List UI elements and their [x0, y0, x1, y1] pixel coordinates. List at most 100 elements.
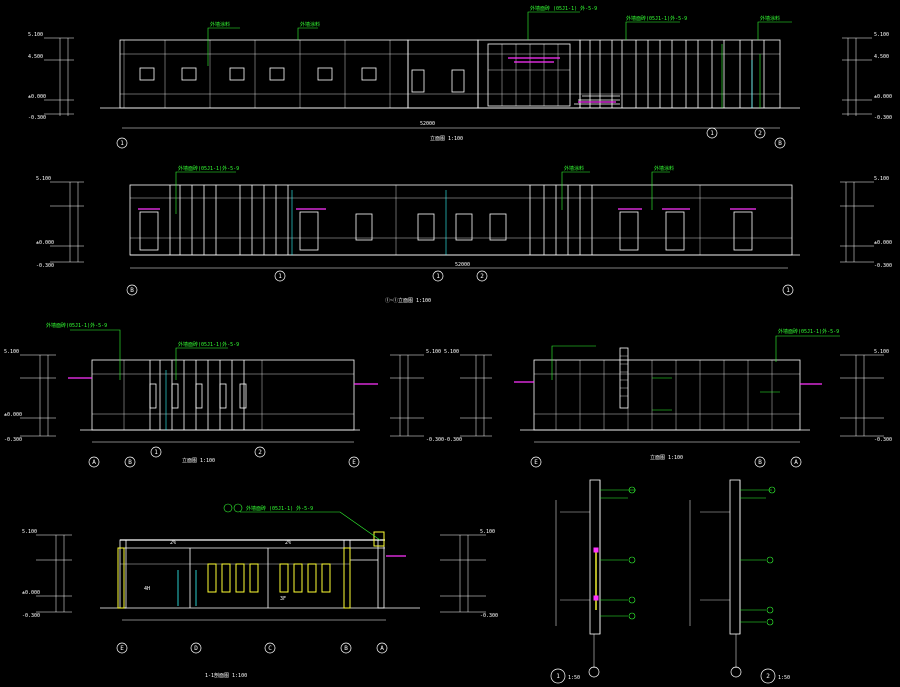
level-ground-label-5r: -0.300 [480, 613, 498, 619]
level-roof-label-5r: 5.100 [480, 529, 495, 535]
elev1-note-c: 外墙面砖 (05J1-1) 外-5-9 [530, 5, 597, 12]
elev1-note-e: 外墙涂料 [760, 15, 780, 22]
elev3-leaders [70, 329, 228, 380]
elev3-axes [88, 446, 360, 468]
detail1-scale: 1:50 [568, 675, 580, 681]
level-roof-label-3r: 5.100 [426, 349, 441, 355]
elev3-note-b: 外墙面砖(05J1-1)外-5-9 [178, 341, 239, 348]
elev3-note-a: 外墙面砖(05J1-1)外-5-9 [46, 322, 107, 329]
elev4-axis-e: E [534, 459, 538, 466]
level-floor-label: ±0.000 [28, 94, 46, 100]
elev2-leaders [175, 171, 670, 214]
level-ground-label-2: -0.300 [36, 263, 54, 269]
detail1-leaders [600, 486, 636, 620]
section-leaders [223, 503, 381, 541]
elev3-accents [68, 377, 378, 385]
elev2-title: ①~①立面图 1:100 [385, 297, 431, 304]
elevation-2 [129, 184, 800, 269]
elev2-axis-mid1: 1 [278, 273, 282, 280]
section-slope-right: 2% [285, 540, 291, 546]
level-parapet-label: 4.500 [28, 54, 43, 60]
level-floor-label-2: ±0.000 [36, 240, 54, 246]
level-roof-label: 5.100 [28, 32, 43, 38]
level-floor-label-3: ±0.000 [4, 412, 22, 418]
elevation-4 [520, 347, 810, 443]
detail1-marker [550, 666, 600, 684]
level-ground-label-5: -0.300 [22, 613, 40, 619]
elev2-dim: 52000 [455, 262, 470, 268]
level-floor-label-2r: ±0.000 [874, 240, 892, 246]
level-markers [20, 37, 884, 613]
section-axes [116, 642, 388, 654]
section-room-b: 3F [280, 596, 286, 602]
elev2-axis-mid3: 2 [480, 273, 484, 280]
elev2-axis-right: 1 [786, 287, 790, 294]
elev1-note-a: 外墙涂料 [210, 21, 230, 28]
elevation-3 [80, 359, 360, 443]
section-axis-e: E [120, 645, 124, 652]
section-note: 外墙面砖 (05J1-1) 外-5-9 [246, 505, 313, 512]
section-axis-a: A [380, 645, 384, 652]
detail2-scale: 1:50 [778, 675, 790, 681]
elev1-axis-right: B [778, 140, 782, 147]
elev4-title: 立面图 1:100 [650, 454, 683, 461]
elev2-axis-mid2: 1 [436, 273, 440, 280]
elev1-leaders [207, 11, 792, 108]
elev2-note-a: 外墙面砖(05J1-1)外-5-9 [178, 165, 239, 172]
elev2-note-b: 外墙涂料 [564, 165, 584, 172]
level-roof-label-4r: 5.100 [874, 349, 889, 355]
level-ground-label-3: -0.300 [4, 437, 22, 443]
detail1-number: 1 [556, 673, 560, 680]
section-slope-left: 2% [170, 540, 176, 546]
level-roof-label-4: 5.100 [444, 349, 459, 355]
section-glass [177, 570, 197, 606]
section-columns [117, 531, 385, 609]
elev1-accents [508, 57, 616, 103]
elev2-axes [126, 270, 794, 296]
section-title: 1-1剖面图 1:100 [205, 672, 247, 679]
elev3-axis-a: A [92, 459, 96, 466]
section-1-1 [100, 539, 420, 621]
detail2-number: 2 [766, 673, 770, 680]
elev1-axes [116, 127, 786, 149]
elev4-accents [514, 381, 822, 385]
level-ground-label-r: -0.300 [874, 115, 892, 121]
level-ground-label-4: -0.300 [444, 437, 462, 443]
elev1-title: 立面图 1:100 [430, 135, 463, 142]
section-room-a: 4H [144, 586, 150, 592]
level-roof-label-5: 5.100 [22, 529, 37, 535]
level-roof-label-3: 5.100 [4, 349, 19, 355]
level-ground-label: -0.300 [28, 115, 46, 121]
level-ground-label-4r: -0.300 [874, 437, 892, 443]
section-axis-d: D [194, 645, 198, 652]
detail-2 [689, 479, 741, 668]
elev3-axis-b: B [128, 459, 132, 466]
section-axis-b: B [344, 645, 348, 652]
elev4-axes [530, 456, 802, 468]
level-ground-label-3r: -0.300 [426, 437, 444, 443]
level-roof-label-2r: 5.100 [874, 176, 889, 182]
level-floor-label-5: ±0.000 [22, 590, 40, 596]
elev1-note-b: 外墙涂料 [300, 21, 320, 28]
elev1-axis-mid2: 2 [758, 130, 762, 137]
elev1-dim: 52000 [420, 121, 435, 127]
elev2-note-c: 外墙涂料 [654, 165, 674, 172]
elev4-note-a: 外墙面砖(05J1-1)外-5-9 [778, 328, 839, 335]
elev1-note-d: 外墙面砖(05J1-1)外-5-9 [626, 15, 687, 22]
level-ground-label-2r: -0.300 [874, 263, 892, 269]
level-labels: 5.100 4.500 ±0.000 -0.300 5.100 4.500 ±0… [4, 32, 892, 619]
elev4-axis-b: B [758, 459, 762, 466]
level-parapet-label-r: 4.500 [874, 54, 889, 60]
detail2-marker [730, 666, 776, 684]
elev2-glass [291, 190, 447, 255]
elev1-axis-left: 1 [120, 140, 124, 147]
elev1-axis-mid1: 1 [710, 130, 714, 137]
level-roof-label-r: 5.100 [874, 32, 889, 38]
elev4-leaders [551, 335, 840, 411]
elev4-axis-a: A [794, 459, 798, 466]
detail2-leaders [740, 486, 776, 626]
detail1-accents [593, 547, 599, 601]
detail-1 [555, 479, 601, 668]
